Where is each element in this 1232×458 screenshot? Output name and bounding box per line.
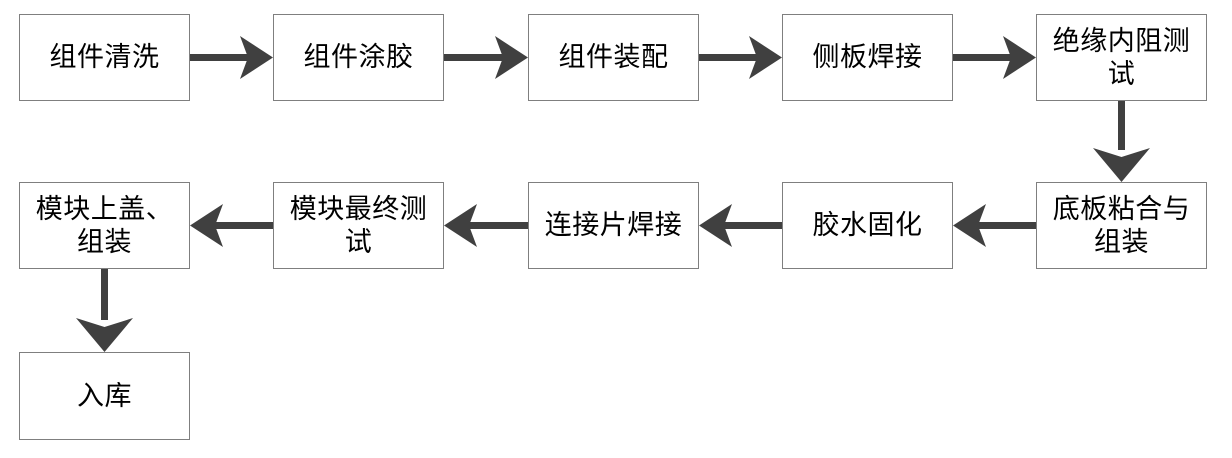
edge-arrow-right <box>953 36 1036 79</box>
node-label: 组件清洗 <box>49 42 160 73</box>
node-label: 组件装配 <box>558 42 669 73</box>
node-label: 模块上盖、 组装 <box>35 193 174 257</box>
node-label: 侧板焊接 <box>812 42 923 73</box>
process-node-insulation-resistance-test[interactable]: 绝缘内阻测 试 <box>1036 14 1207 101</box>
node-label: 模块最终测 试 <box>289 193 428 257</box>
edge-arrow-left <box>190 204 273 247</box>
node-label: 胶水固化 <box>812 210 923 241</box>
process-node-glue-curing[interactable]: 胶水固化 <box>782 182 953 269</box>
edge-arrow-down <box>1093 101 1150 182</box>
node-label: 入库 <box>77 380 132 411</box>
node-label: 连接片焊接 <box>544 210 683 241</box>
edge-arrow-left <box>444 204 528 247</box>
process-node-component-cleaning[interactable]: 组件清洗 <box>19 14 190 101</box>
edge-arrow-down <box>76 269 133 352</box>
edge-arrow-right <box>190 36 273 79</box>
process-node-connector-welding[interactable]: 连接片焊接 <box>528 182 699 269</box>
process-node-base-plate-bonding-assembly[interactable]: 底板粘合与 组装 <box>1036 182 1207 269</box>
edge-arrow-right <box>699 36 782 79</box>
edge-arrow-left <box>699 204 782 247</box>
node-label: 组件涂胶 <box>303 42 414 73</box>
node-label: 绝缘内阻测 试 <box>1052 25 1191 89</box>
process-node-module-final-test[interactable]: 模块最终测 试 <box>273 182 444 269</box>
edge-arrow-right <box>444 36 528 79</box>
process-node-module-top-cover-assembly[interactable]: 模块上盖、 组装 <box>19 182 190 269</box>
edge-arrow-left <box>953 204 1036 247</box>
process-node-side-plate-welding[interactable]: 侧板焊接 <box>782 14 953 101</box>
node-label: 底板粘合与 组装 <box>1052 193 1191 257</box>
process-node-component-assembly[interactable]: 组件装配 <box>528 14 699 101</box>
process-node-warehousing[interactable]: 入库 <box>19 352 190 440</box>
process-node-component-gluing[interactable]: 组件涂胶 <box>273 14 444 101</box>
